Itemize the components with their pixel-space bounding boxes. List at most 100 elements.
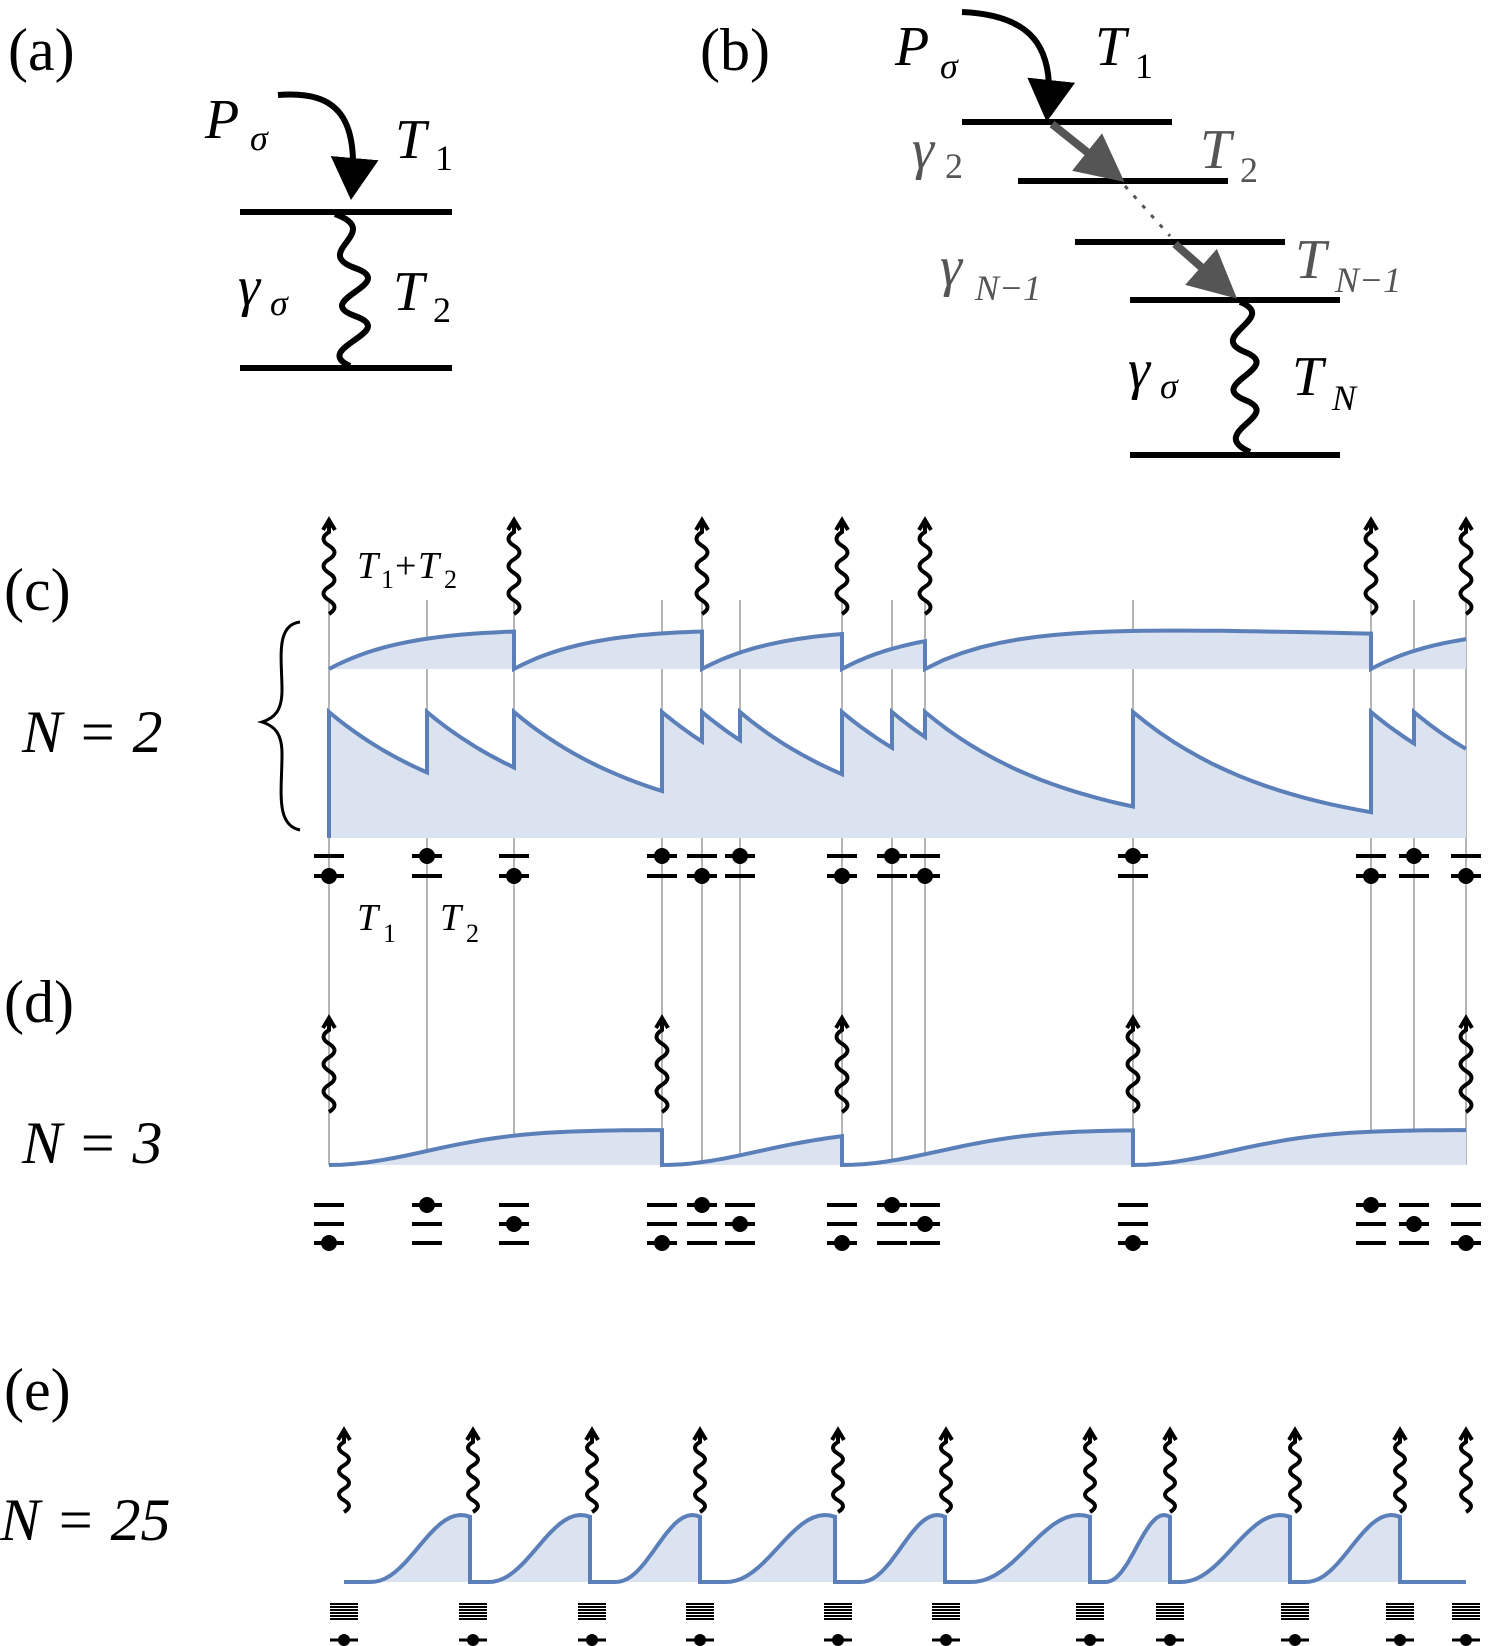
- occupation-dot: [506, 868, 522, 884]
- photon-arrowhead-icon: [1392, 1426, 1408, 1442]
- photon-arrowhead-icon: [1162, 1426, 1178, 1442]
- pump-subscript: σ: [250, 118, 269, 158]
- occupation-dot: [654, 1235, 670, 1251]
- occupation-dot: [832, 1634, 844, 1646]
- occupation-dot: [834, 868, 850, 884]
- photon-emission-icon: [1363, 522, 1379, 616]
- relax-dots: [1123, 184, 1172, 238]
- photon-arrowhead-icon: [321, 516, 337, 532]
- t1-symbol: T: [1095, 16, 1130, 78]
- decay-rate-subscript: σ: [270, 283, 289, 323]
- gamma2-symbol: γ: [912, 119, 936, 181]
- occupation-dot: [917, 868, 933, 884]
- photon-emission-icon: [831, 1432, 845, 1514]
- relax-arrow-1: [1049, 120, 1125, 182]
- panel-e-label: (e): [4, 1357, 71, 1423]
- gammaN1-subscript: N−1: [974, 268, 1041, 308]
- photon-arrowhead-icon: [1082, 1426, 1098, 1442]
- photon-arrowhead-icon: [1287, 1426, 1303, 1442]
- photon-emission-icon: [1125, 1020, 1141, 1114]
- occupation-dot: [1394, 1634, 1406, 1646]
- t2-subscript: 2: [1240, 150, 1258, 190]
- occupation-dot: [1458, 1235, 1474, 1251]
- tN-subscript: N: [1331, 378, 1358, 418]
- upper-level-symbol: T: [395, 109, 430, 171]
- trajectory-fill: [344, 1515, 1466, 1582]
- trajectory-curves: [327, 628, 1468, 1584]
- panel-b: (b) P σ T 1 γ 2 T 2 γ N−1 T N−1 γ σ T N: [700, 9, 1401, 458]
- occupation-dot: [586, 1634, 598, 1646]
- upper-level-subscript: 1: [435, 138, 453, 178]
- gamma2-subscript: 2: [945, 146, 963, 186]
- t2-symbol: T: [1200, 119, 1235, 181]
- lower-level-symbol: T: [393, 261, 428, 323]
- gammasig-subscript: σ: [1160, 366, 1179, 406]
- brace: [256, 620, 301, 832]
- trajectory-curve: [328, 628, 1467, 673]
- occupation-dot: [917, 1216, 933, 1232]
- photon-arrowhead-icon: [834, 1014, 850, 1030]
- occupation-dot: [884, 1197, 900, 1213]
- occupation-dot: [1406, 848, 1422, 864]
- photon-emission-icon: [834, 522, 850, 616]
- pump-subscript: σ: [940, 46, 959, 86]
- photon-emission-icon: [939, 1432, 953, 1514]
- level-state-icons: [314, 848, 1481, 1646]
- emission-wavy-icon: [1229, 299, 1260, 455]
- occupation-dot: [419, 1197, 435, 1213]
- photon-emission-icon: [321, 1020, 337, 1114]
- sum-label-t2: T: [418, 545, 442, 587]
- occupation-dot: [654, 848, 670, 864]
- photon-arrowhead-icon: [321, 1014, 337, 1030]
- occupation-dot: [1125, 1235, 1141, 1251]
- photon-emission-icon: [321, 522, 337, 616]
- tN1-symbol: T: [1295, 229, 1330, 291]
- photon-arrowhead-icon: [584, 1426, 600, 1442]
- sum-plus: +: [395, 545, 416, 587]
- photon-arrowhead-icon: [465, 1426, 481, 1442]
- trajectory-fill: [329, 712, 1466, 838]
- occupation-dot: [1125, 848, 1141, 864]
- gammaN1-symbol: γ: [940, 236, 964, 298]
- n-label: N = 2: [21, 699, 163, 765]
- photon-arrowhead-icon: [694, 516, 710, 532]
- photon-emission-icon: [654, 1020, 670, 1114]
- photon-emission-icon: [1163, 1432, 1177, 1514]
- photon-arrowhead-icon: [654, 1014, 670, 1030]
- photon-emission-icon: [585, 1432, 599, 1514]
- photon-arrowhead-icon: [1458, 1014, 1474, 1030]
- occupation-dot: [834, 1235, 850, 1251]
- t2-annot-sub: 2: [466, 919, 479, 948]
- photon-arrowhead-icon: [834, 516, 850, 532]
- occupation-dot: [1084, 1634, 1096, 1646]
- occupation-dot: [467, 1634, 479, 1646]
- event-guide-lines: [328, 600, 1467, 1165]
- trajectory-fill: [329, 630, 1466, 669]
- photon-arrowhead-icon: [1125, 1014, 1141, 1030]
- photon-arrowhead-icon: [830, 1426, 846, 1442]
- panel-c-label: (c): [4, 557, 71, 623]
- trajectory-curve: [344, 1512, 1466, 1584]
- occupation-dot: [321, 1235, 337, 1251]
- occupation-dot: [884, 848, 900, 864]
- panel-a: (a) P σ T 1 γ σ T 2: [8, 17, 453, 371]
- photon-emission-icon: [693, 1432, 707, 1514]
- t2-annot: T: [440, 897, 464, 939]
- tN-symbol: T: [1292, 346, 1327, 408]
- photon-emission-icon: [337, 1432, 351, 1514]
- n-label: N = 25: [0, 1487, 171, 1553]
- photon-arrowhead-icon: [692, 1426, 708, 1442]
- occupation-dot: [1289, 1634, 1301, 1646]
- tN1-subscript: N−1: [1334, 260, 1401, 300]
- occupation-dot: [419, 848, 435, 864]
- photon-arrowhead-icon: [1363, 516, 1379, 532]
- decay-rate-symbol: γ: [238, 256, 262, 318]
- decay-wavy-icon: [333, 211, 371, 369]
- sum-label-t2-sub: 2: [444, 565, 457, 594]
- occupation-dot: [506, 1216, 522, 1232]
- photon-emission-icon: [466, 1432, 480, 1514]
- photon-arrowhead-icon: [1458, 1426, 1474, 1442]
- photon-emission-icon: [1083, 1432, 1097, 1514]
- occupation-dot: [1406, 1216, 1422, 1232]
